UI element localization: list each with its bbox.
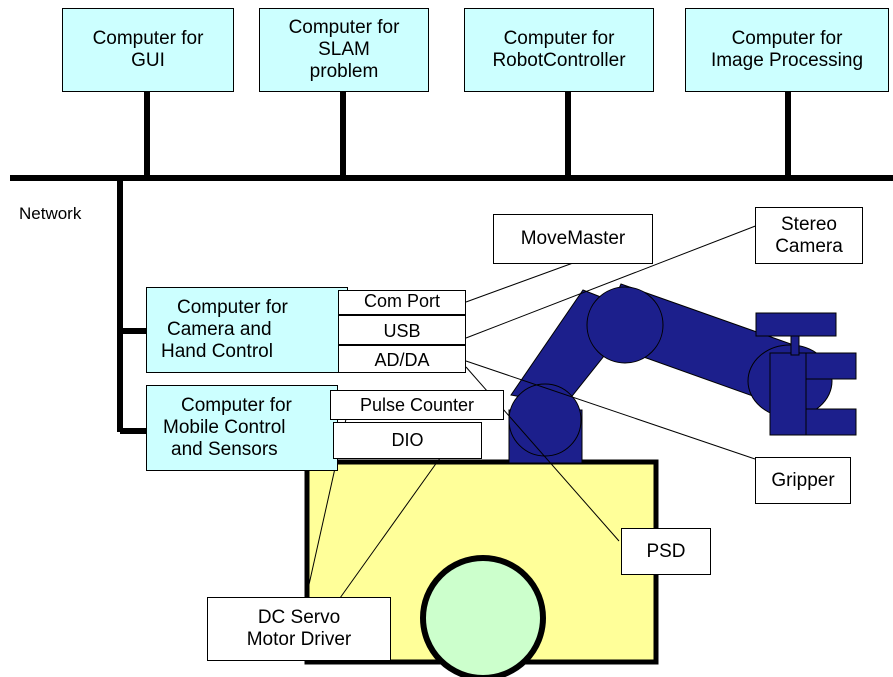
computer-camera-hand: Computer for Camera and Hand Control — [146, 287, 348, 373]
computer-robot-controller: Computer for RobotController — [464, 8, 654, 92]
pulse-counter-port: Pulse Counter — [330, 390, 504, 420]
ad-da-port: AD/DA — [338, 345, 466, 373]
wheel — [423, 558, 543, 677]
computer-gui: Computer for GUI — [62, 8, 234, 92]
com-port: Com Port — [338, 290, 466, 315]
computer-image-processing: Computer for Image Processing — [685, 8, 889, 92]
computer-slam: Computer for SLAM problem — [259, 8, 429, 92]
psd-label: PSD — [621, 528, 711, 575]
dio-port: DIO — [333, 422, 482, 459]
robot-arm — [509, 284, 856, 463]
movemaster-label: MoveMaster — [493, 214, 653, 264]
stereo-camera-label: Stereo Camera — [755, 207, 863, 264]
computer-mobile: Computer for Mobile Control and Sensors — [146, 385, 338, 471]
dc-servo-motor-driver-label: DC Servo Motor Driver — [207, 597, 391, 661]
gripper-label: Gripper — [755, 457, 851, 504]
usb-port: USB — [338, 315, 466, 345]
network-label: Network — [19, 204, 81, 224]
